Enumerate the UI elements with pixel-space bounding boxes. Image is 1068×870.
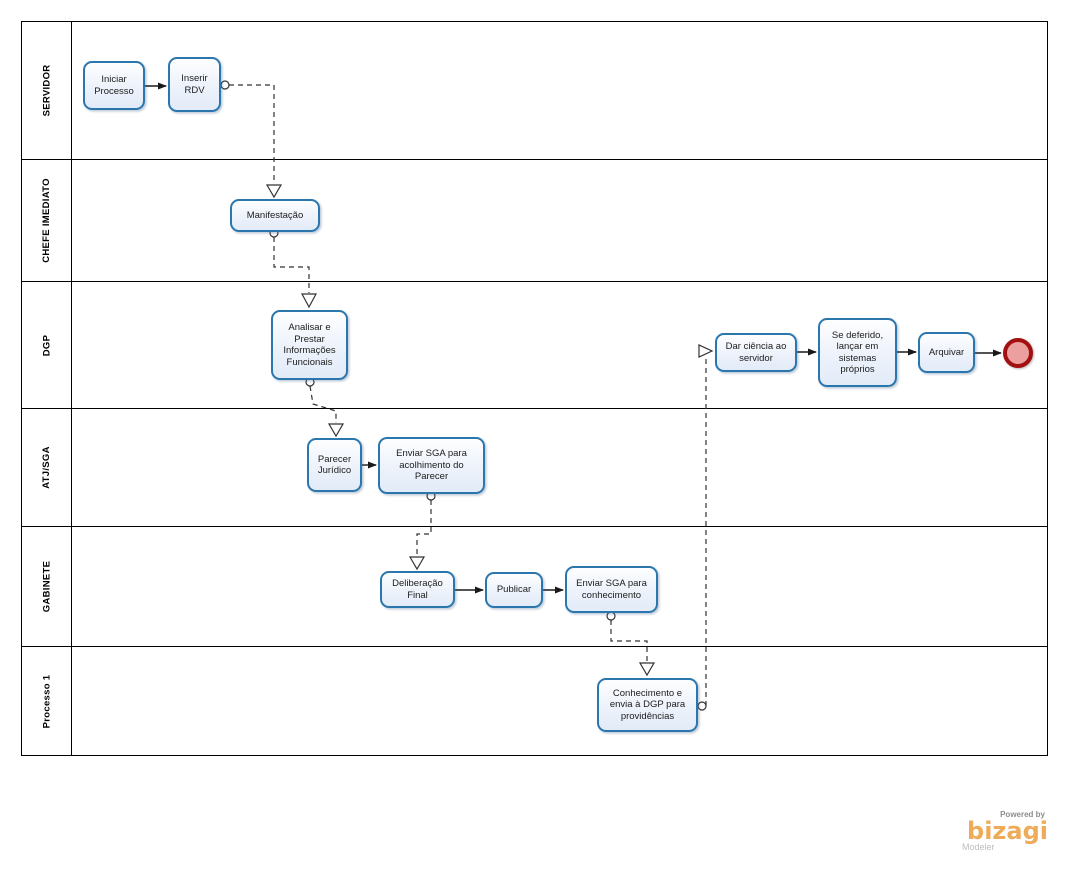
task-iniciar-processo[interactable]: Iniciar Processo: [83, 61, 145, 110]
task-enviar-sga-acolhimento[interactable]: Enviar SGA para acolhimento do Parecer: [378, 437, 485, 494]
lane-dgp: DGP: [22, 282, 1047, 409]
modeler-text: Modeler: [962, 842, 995, 852]
message-flow-inserir-to-manifestacao: [229, 84, 275, 184]
lane-processo-1: Processo 1: [22, 647, 1047, 756]
task-arquivar[interactable]: Arquivar: [918, 332, 975, 373]
message-flow-manifestacao-to-analisar: [273, 237, 310, 293]
lane-header-processo-1: Processo 1: [22, 647, 72, 756]
message-arrowhead-conhecimento: [638, 662, 656, 677]
task-publicar[interactable]: Publicar: [485, 572, 543, 608]
task-parecer-juridico[interactable]: Parecer Jurídico: [307, 438, 362, 492]
lane-header-atj-sga: ATJ/SGA: [22, 409, 72, 526]
message-source-dot-inserir: [220, 80, 230, 90]
lane-gabinete: GABINETE: [22, 527, 1047, 647]
task-deliberacao-final[interactable]: Deliberação Final: [380, 571, 455, 608]
lane-header-gabinete: GABINETE: [22, 527, 72, 646]
task-conhecimento-envia-dgp[interactable]: Conhecimento e envia à DGP para providên…: [597, 678, 698, 732]
message-flow-analisar-to-parecer: [309, 385, 337, 423]
message-arrowhead-manifestacao: [265, 184, 283, 199]
powered-by-text: Powered by: [1000, 810, 1045, 819]
message-arrowhead-parecer: [327, 423, 345, 438]
bizagi-logo: Powered by bizagi Modeler: [936, 810, 1048, 852]
bizagi-wordmark: bizagi: [967, 817, 1048, 845]
end-event[interactable]: [1003, 338, 1033, 368]
lane-chefe-imediato: CHEFE IMEDIATO: [22, 160, 1047, 282]
task-enviar-sga-conhecimento[interactable]: Enviar SGA para conhecimento: [565, 566, 658, 613]
task-manifestacao[interactable]: Manifestação: [230, 199, 320, 232]
lane-header-dgp: DGP: [22, 282, 72, 408]
task-se-deferido-lancar[interactable]: Se deferido, lançar em sistemas próprios: [818, 318, 897, 387]
message-arrowhead-deliberacao: [408, 556, 426, 571]
lane-header-chefe-imediato: CHEFE IMEDIATO: [22, 160, 72, 281]
message-source-dot-conhecimento: [697, 701, 707, 711]
message-arrowhead-analisar: [300, 293, 318, 309]
task-analisar-prestar-informacoes[interactable]: Analisar e Prestar Informações Funcionai…: [271, 310, 348, 380]
task-inserir-rdv[interactable]: Inserir RDV: [168, 57, 221, 112]
lane-servidor: SERVIDOR: [22, 22, 1047, 160]
process-pool: SERVIDOR CHEFE IMEDIATO DGP ATJ/SGA GABI…: [21, 21, 1048, 756]
message-flow-enviarsga2-to-conhecimento: [610, 620, 648, 662]
task-dar-ciencia-servidor[interactable]: Dar ciência ao servidor: [715, 333, 797, 372]
message-source-dot-enviarsga2: [606, 611, 616, 621]
lane-header-servidor: SERVIDOR: [22, 22, 72, 159]
message-arrowhead-darciencia: [698, 344, 714, 358]
message-flow-enviarsga-to-deliberacao: [416, 500, 432, 556]
lane-atj-sga: ATJ/SGA: [22, 409, 1047, 527]
